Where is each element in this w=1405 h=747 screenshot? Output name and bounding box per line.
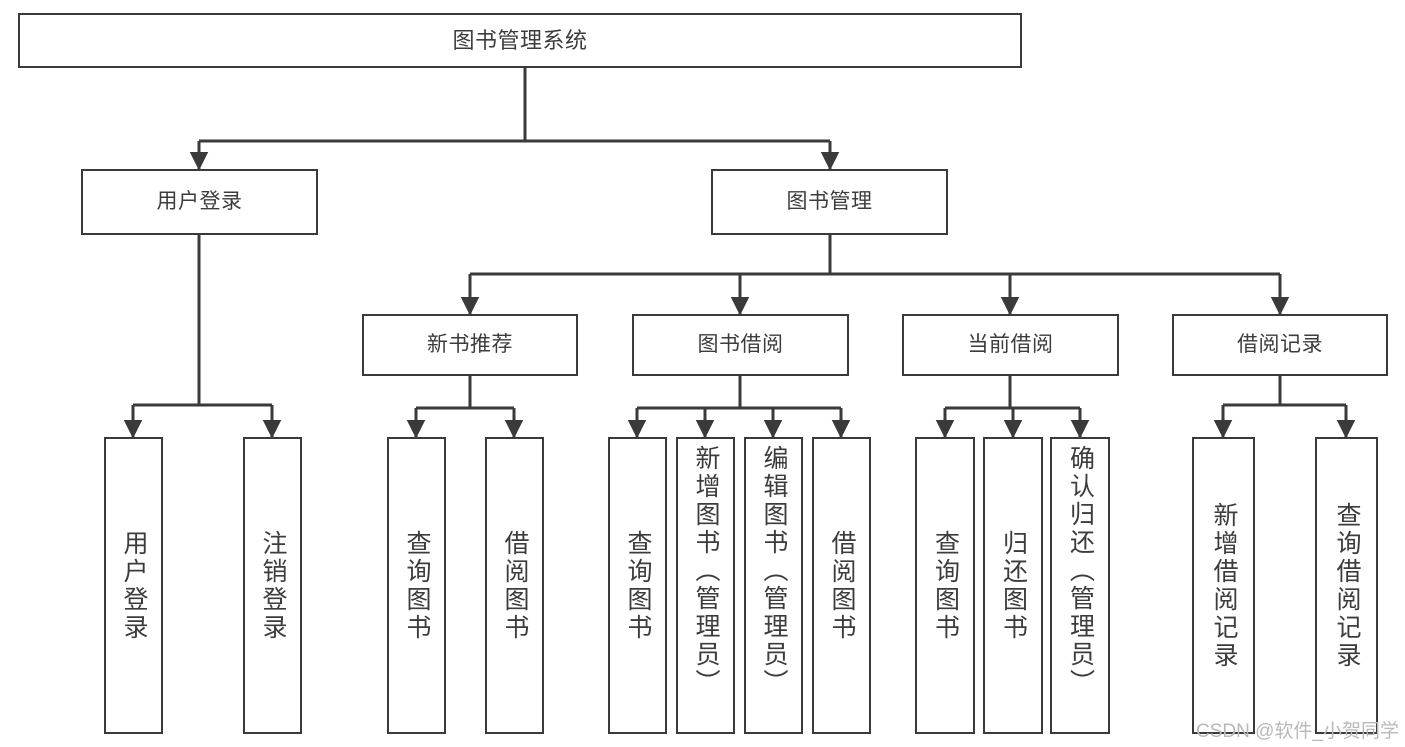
node-leaf-return-book[interactable]: 归还图书 (983, 437, 1043, 734)
node-leaf-user-login-label: 用户登录 (120, 529, 148, 642)
node-leaf-borrow-book-label: 借阅图书 (828, 529, 856, 642)
node-leaf-search-book-new[interactable]: 查询图书 (387, 437, 446, 734)
node-book-management[interactable]: 图书管理 (711, 169, 948, 235)
node-leaf-edit-book-admin[interactable]: 编辑图书（管理员） (744, 437, 803, 734)
node-leaf-search-book-new-label: 查询图书 (403, 529, 431, 642)
node-leaf-add-book-admin[interactable]: 新增图书（管理员） (676, 437, 735, 734)
node-leaf-borrow-book-new-label: 借阅图书 (501, 529, 529, 642)
node-leaf-confirm-return-admin-label: 确认归还（管理员） (1066, 445, 1095, 697)
node-current-borrow[interactable]: 当前借阅 (902, 314, 1119, 376)
node-leaf-search-book-current[interactable]: 查询图书 (915, 437, 975, 734)
node-leaf-search-book-current-label: 查询图书 (931, 529, 960, 642)
node-leaf-add-book-admin-label: 新增图书（管理员） (692, 445, 720, 697)
node-borrow-record-label: 借阅记录 (1237, 332, 1323, 356)
node-leaf-add-borrow-record-label: 新增借阅记录 (1210, 501, 1238, 670)
node-root[interactable]: 图书管理系统 (18, 13, 1022, 68)
node-leaf-search-book-borrow[interactable]: 查询图书 (608, 437, 667, 734)
node-leaf-return-book-label: 归还图书 (999, 529, 1028, 642)
node-leaf-borrow-book-new[interactable]: 借阅图书 (485, 437, 544, 734)
node-user-login-label: 用户登录 (156, 189, 243, 213)
node-leaf-edit-book-admin-label: 编辑图书（管理员） (760, 445, 788, 697)
node-leaf-search-borrow-record[interactable]: 查询借阅记录 (1315, 437, 1378, 734)
node-leaf-confirm-return-admin[interactable]: 确认归还（管理员） (1050, 437, 1110, 734)
node-new-book-recommend[interactable]: 新书推荐 (362, 314, 578, 376)
node-leaf-add-borrow-record[interactable]: 新增借阅记录 (1192, 437, 1255, 734)
node-current-borrow-label: 当前借阅 (967, 332, 1054, 356)
node-borrow-record[interactable]: 借阅记录 (1172, 314, 1388, 376)
node-new-book-recommend-label: 新书推荐 (427, 332, 513, 356)
node-book-borrow-label: 图书借阅 (697, 332, 784, 356)
node-leaf-borrow-book[interactable]: 借阅图书 (812, 437, 871, 734)
node-root-label: 图书管理系统 (452, 27, 588, 53)
node-book-borrow[interactable]: 图书借阅 (632, 314, 849, 376)
node-leaf-search-book-borrow-label: 查询图书 (624, 529, 652, 642)
node-book-management-label: 图书管理 (786, 189, 873, 213)
node-leaf-search-borrow-record-label: 查询借阅记录 (1333, 501, 1361, 670)
node-user-login[interactable]: 用户登录 (81, 169, 318, 235)
node-leaf-user-login[interactable]: 用户登录 (104, 437, 163, 734)
node-leaf-logout[interactable]: 注销登录 (243, 437, 302, 734)
csdn-watermark: CSDN @软件_小贺同学 (1196, 721, 1399, 742)
node-leaf-logout-label: 注销登录 (259, 529, 287, 642)
